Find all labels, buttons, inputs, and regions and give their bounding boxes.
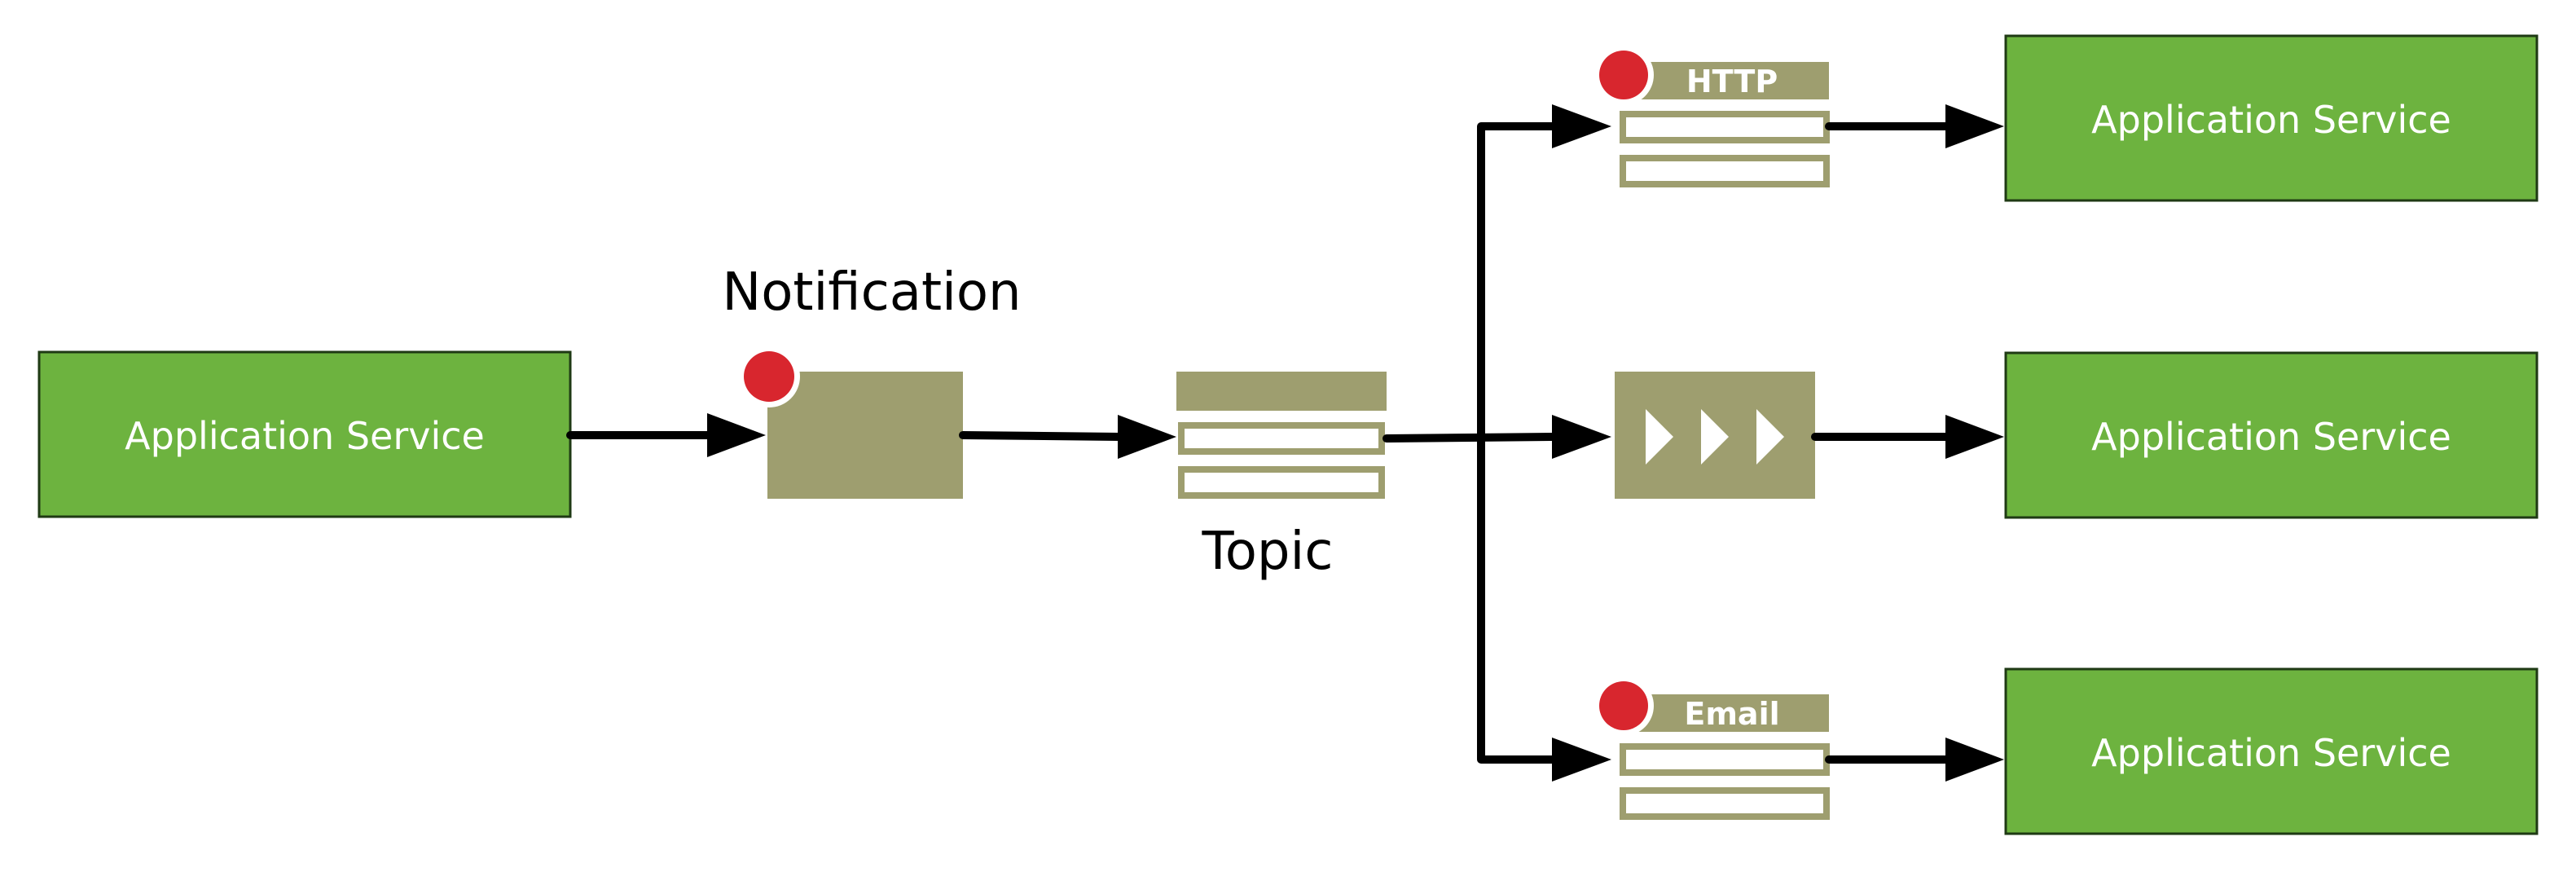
http-subscription-header (1625, 62, 1829, 99)
target-service-1[interactable]: Application Service (2004, 34, 2539, 202)
queue-chevron-3 (1756, 409, 1784, 465)
topic[interactable]: Topic (1176, 372, 1387, 582)
target-service-3[interactable]: Application Service (2004, 667, 2539, 835)
arrow-source-to-notification (566, 413, 766, 457)
arrow-head-top (1945, 104, 2004, 148)
target-service-2-label: Application Service (2091, 415, 2451, 459)
http-tag-label: HTTP (1686, 64, 1778, 99)
arrow-line-middle (1383, 433, 1556, 443)
email-dot-icon (1599, 681, 1648, 730)
http-dot-icon (1599, 51, 1648, 99)
arrow-head (1118, 415, 1176, 459)
topic-label: Topic (1202, 522, 1334, 582)
arrow-head-bottom (1945, 738, 2004, 782)
fanout-connectors (1383, 104, 1611, 782)
queue-chevron-1 (1646, 409, 1673, 465)
fanout-bracket (1477, 122, 1560, 764)
email-tag-label: Email (1684, 696, 1779, 732)
notification-box (767, 372, 963, 499)
queue-arrows-icon (1646, 409, 1784, 465)
http-subscription-row-1 (1620, 111, 1830, 143)
source-service-box (37, 350, 572, 518)
email-subscription-row-2 (1620, 787, 1830, 820)
topic-row-2 (1178, 466, 1385, 499)
email-subscription[interactable]: Email (1594, 676, 1830, 820)
arrow-head-middle (1945, 415, 2004, 459)
arrow-head-middle (1552, 415, 1611, 459)
arrow-head-top (1552, 104, 1611, 148)
queue-chevron-2 (1701, 409, 1729, 465)
target-service-1-label: Application Service (2091, 98, 2451, 142)
arrow-head (707, 413, 766, 457)
arrow-line (959, 431, 1124, 441)
target-service-3-box (2004, 667, 2539, 835)
source-service-label: Application Service (125, 414, 485, 458)
topic-header-bar (1176, 372, 1387, 411)
target-service-1-box (2004, 34, 2539, 202)
source-service[interactable]: Application Service (37, 350, 572, 518)
notification[interactable]: Notification (722, 262, 1022, 499)
target-service-2[interactable]: Application Service (2004, 351, 2539, 519)
arrows-to-targets (1811, 104, 2004, 782)
queue-subscription[interactable] (1615, 372, 1815, 499)
notification-dot-icon (744, 351, 794, 402)
topic-row-1 (1178, 422, 1385, 455)
http-subscription[interactable]: HTTP (1594, 45, 1830, 187)
target-service-2-box (2004, 351, 2539, 519)
email-subscription-row-1 (1620, 743, 1830, 776)
email-subscription-header (1625, 694, 1829, 732)
notification-label: Notification (722, 262, 1021, 323)
http-subscription-row-2 (1620, 155, 1830, 187)
arrow-head-bottom (1552, 738, 1611, 782)
target-service-3-label: Application Service (2091, 731, 2451, 775)
arrow-notification-to-topic (959, 415, 1176, 459)
